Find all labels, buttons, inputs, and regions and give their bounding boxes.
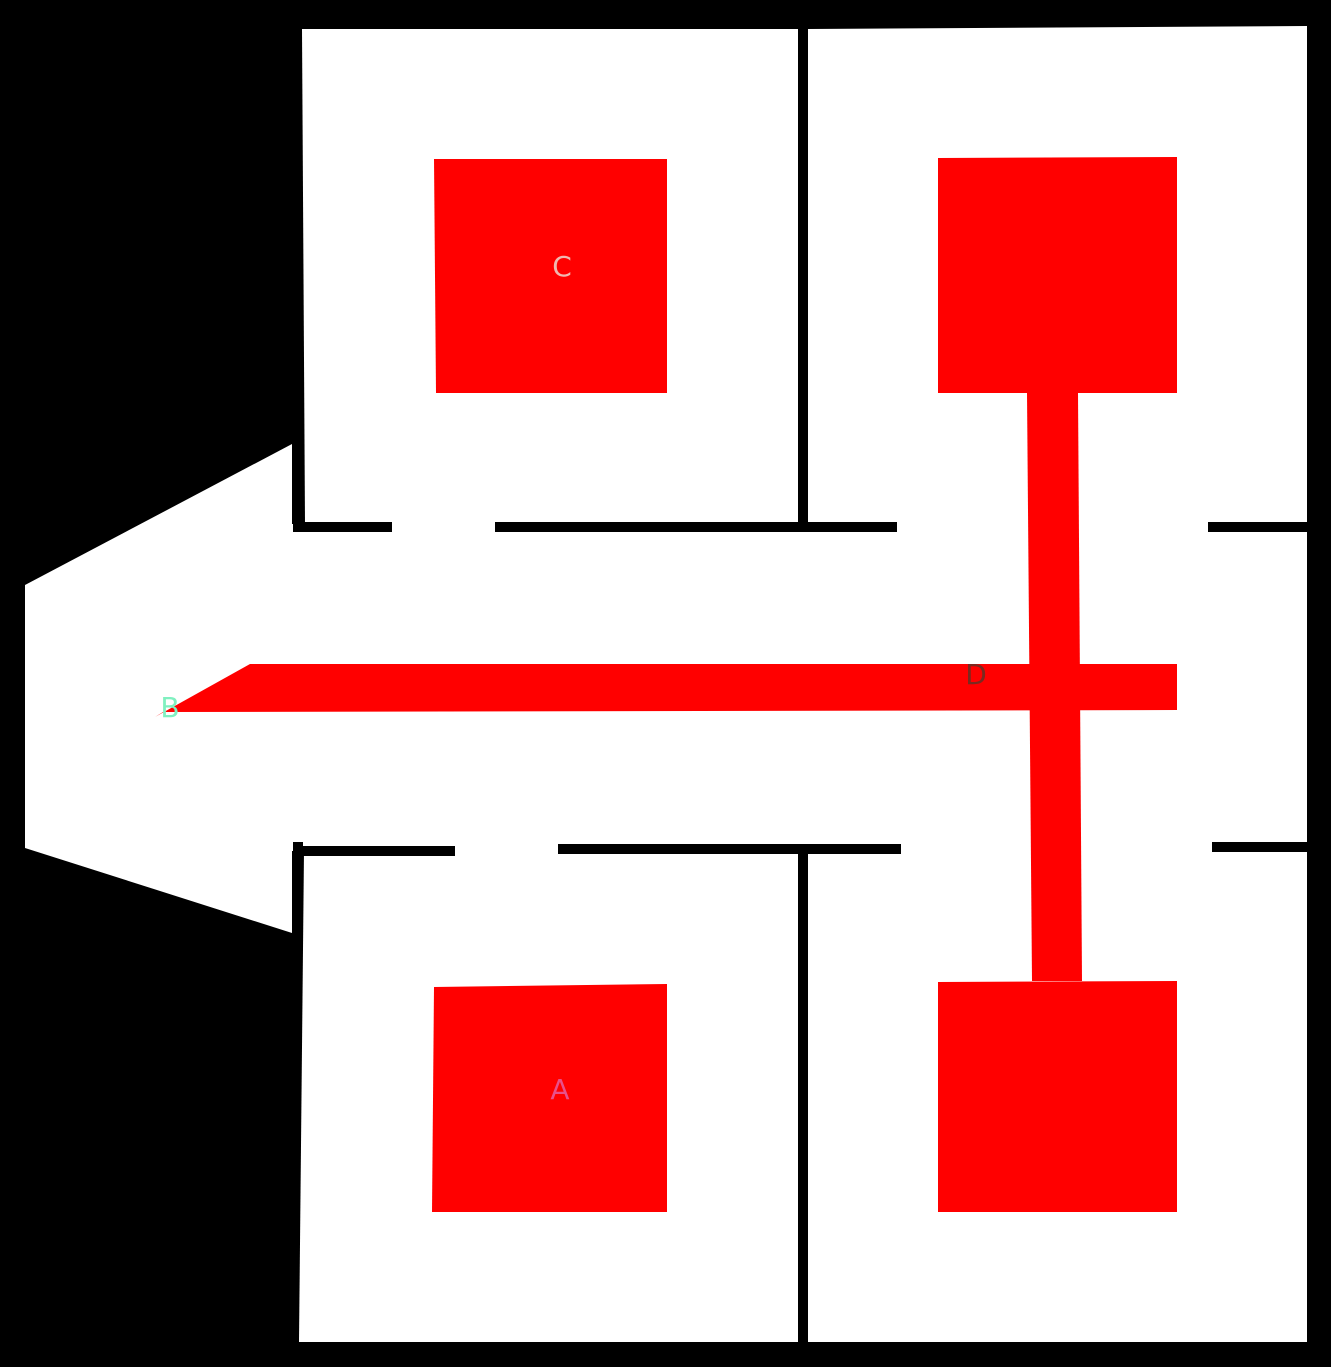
- block-top-right: [938, 157, 1177, 393]
- wall-top-seg-2: [495, 522, 897, 532]
- block-bottom-left: [432, 984, 667, 1212]
- label-b: B: [160, 691, 179, 724]
- entry-wedge: [25, 444, 292, 933]
- wall-bottom-seg-1: [293, 846, 455, 856]
- labels: C A B D: [160, 250, 986, 1106]
- wall-divider-top: [798, 29, 808, 525]
- wall-top-seg-1: [293, 522, 392, 532]
- label-a: A: [550, 1073, 569, 1106]
- label-c: C: [552, 250, 572, 283]
- block-top-left: [434, 159, 667, 393]
- highlights: [155, 157, 1177, 1212]
- horizontal-path: [155, 664, 1177, 717]
- block-bottom-right: [938, 981, 1177, 1212]
- wall-bottom-seg-3: [1212, 842, 1308, 852]
- wall-bottom-seg-2: [558, 844, 901, 854]
- label-d: D: [965, 658, 987, 691]
- wall-divider-bottom: [798, 851, 808, 1342]
- wall-top-seg-3: [1208, 522, 1308, 532]
- walls: [293, 29, 1308, 1342]
- wall-bottom-left-stub: [293, 842, 303, 935]
- wall-top-left-stub: [293, 440, 303, 532]
